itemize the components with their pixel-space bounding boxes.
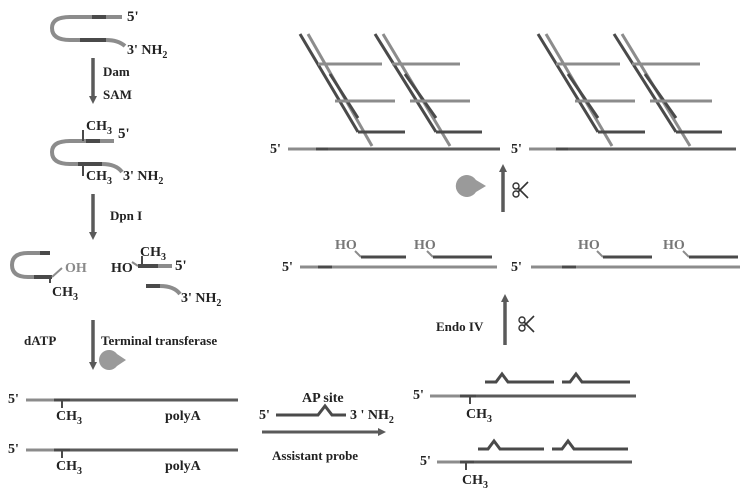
five-prime-label: 5' xyxy=(413,388,424,403)
polya-strand xyxy=(26,400,238,408)
scissors-icon xyxy=(513,182,528,198)
pacman-enzyme-icon xyxy=(456,175,486,197)
hydroxyl-label: HO xyxy=(578,238,600,253)
hydroxyl-label: HO xyxy=(111,261,133,276)
five-prime-label: 5' xyxy=(511,260,522,275)
methyl-label: CH3 xyxy=(52,285,78,303)
sam-label: SAM xyxy=(103,87,132,102)
terminal-transferase-label: Terminal transferase xyxy=(101,333,217,348)
hydroxyl-label: HO xyxy=(335,238,357,253)
five-prime-label: 5' xyxy=(270,142,281,157)
branched-product xyxy=(288,34,500,149)
dpn-i-label: Dpn I xyxy=(110,208,142,223)
five-prime-label: 5' xyxy=(259,408,270,423)
methyl-label: CH3 xyxy=(462,473,488,491)
hydroxyl-label: OH xyxy=(65,261,87,276)
cleaved-hybrid xyxy=(300,251,497,267)
ap-site-label: AP site xyxy=(302,391,344,406)
three-prime-nh2-label: 3' NH2 xyxy=(181,291,221,309)
released-fragment xyxy=(132,256,180,294)
methyl-label: CH3 xyxy=(86,169,112,187)
hydroxyl-label: HO xyxy=(663,238,685,253)
polya-label: polyA xyxy=(165,459,202,474)
five-prime-label: 5' xyxy=(8,392,19,407)
assistant-probe-label: Assistant probe xyxy=(272,448,358,463)
hydroxyl-label: HO xyxy=(414,238,436,253)
cleaved-hybrid xyxy=(531,251,740,267)
hairpin-probe-1 xyxy=(52,17,125,46)
five-prime-label: 5' xyxy=(175,258,187,274)
five-prime-label: 5' xyxy=(127,9,139,25)
five-prime-label: 5' xyxy=(420,454,431,469)
datp-label: dATP xyxy=(24,333,56,348)
methyl-label: CH3 xyxy=(140,245,166,263)
scissors-icon xyxy=(519,316,534,332)
five-prime-label: 5' xyxy=(8,442,19,457)
three-prime-nh2-label: 3' NH2 xyxy=(123,169,163,187)
five-prime-label: 5' xyxy=(511,142,522,157)
three-prime-nh2-label: 3 ' NH2 xyxy=(350,408,394,426)
hybrid-with-probes xyxy=(437,441,632,470)
methyl-label: CH3 xyxy=(56,459,82,477)
five-prime-label: 5' xyxy=(282,260,293,275)
five-prime-label: 5' xyxy=(118,126,130,142)
cleaved-hairpin xyxy=(12,253,62,283)
polya-strand xyxy=(26,450,238,458)
methyl-label: CH3 xyxy=(86,119,112,137)
endo-iv-label: Endo IV xyxy=(436,319,484,334)
pacman-enzyme-icon xyxy=(99,350,126,370)
dam-label: Dam xyxy=(103,64,130,79)
methyl-label: CH3 xyxy=(466,407,492,425)
three-prime-nh2-label: 3' NH2 xyxy=(127,43,167,61)
assistant-probe-strand xyxy=(276,406,346,415)
hybrid-with-probes xyxy=(430,374,636,404)
methyl-label: CH3 xyxy=(56,409,82,427)
polya-label: polyA xyxy=(165,409,202,424)
branched-product xyxy=(529,34,736,149)
